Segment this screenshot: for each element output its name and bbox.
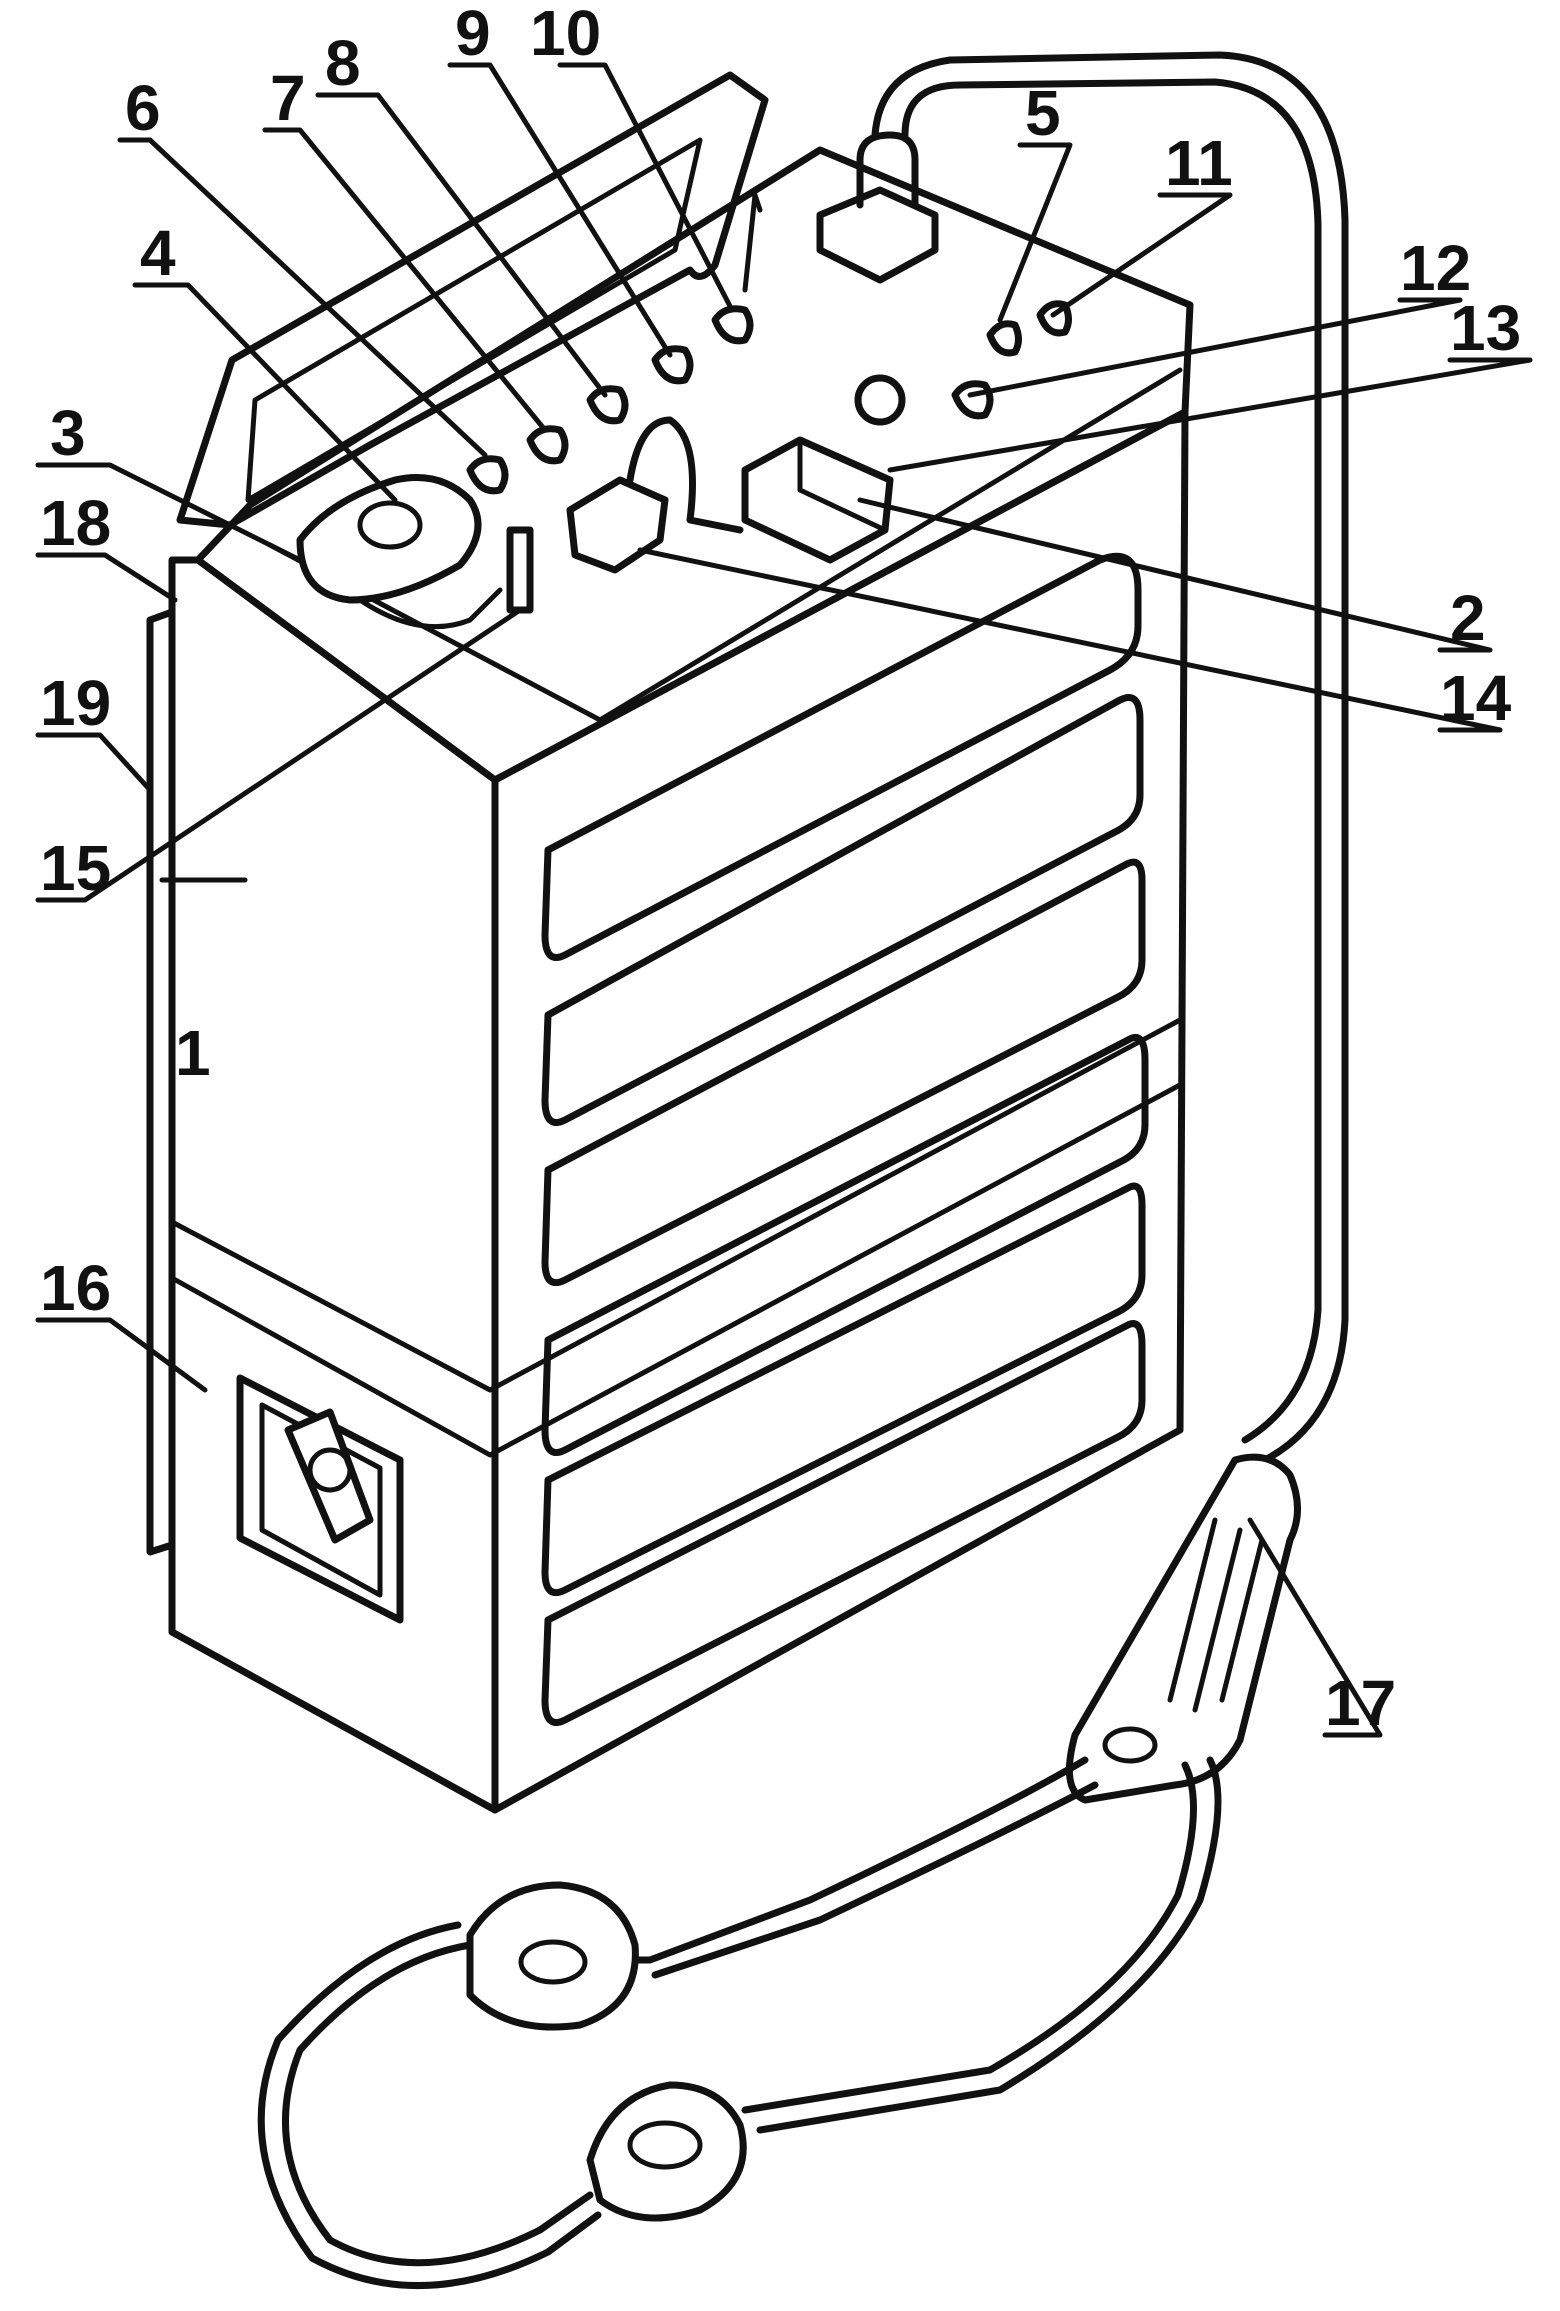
callout-19: 19 xyxy=(40,667,111,739)
callout-10: 10 xyxy=(530,0,601,69)
side-rod xyxy=(146,608,176,1556)
callout-labels: 1 2 3 4 5 6 7 8 9 10 11 12 13 14 15 16 1… xyxy=(40,0,1521,1739)
headset xyxy=(257,1756,1222,2289)
cable xyxy=(871,51,1349,1464)
callout-8: 8 xyxy=(325,27,361,99)
callout-2: 2 xyxy=(1450,582,1486,654)
callout-4: 4 xyxy=(140,217,176,289)
front-ribs xyxy=(541,552,1149,1726)
callout-17: 17 xyxy=(1325,1667,1396,1739)
callout-11: 11 xyxy=(1165,127,1233,199)
callout-16: 16 xyxy=(40,1252,111,1324)
callout-14: 14 xyxy=(1440,662,1512,734)
knobs xyxy=(466,300,1072,495)
callout-12: 12 xyxy=(1400,232,1471,304)
callout-7: 7 xyxy=(270,62,306,134)
callout-18: 18 xyxy=(40,487,111,559)
device-body xyxy=(168,146,1194,1814)
top-panel xyxy=(267,131,1183,723)
window-16 xyxy=(236,1374,404,1624)
callout-6: 6 xyxy=(125,72,161,144)
callout-5: 5 xyxy=(1025,77,1061,149)
callout-15: 15 xyxy=(40,832,111,904)
plug-17 xyxy=(1065,1453,1301,1804)
callout-9: 9 xyxy=(455,0,491,69)
callout-1: 1 xyxy=(175,1017,211,1089)
callout-3: 3 xyxy=(50,397,86,469)
callout-13: 13 xyxy=(1450,292,1521,364)
leader-lines xyxy=(35,62,1533,1738)
lid xyxy=(176,71,769,529)
